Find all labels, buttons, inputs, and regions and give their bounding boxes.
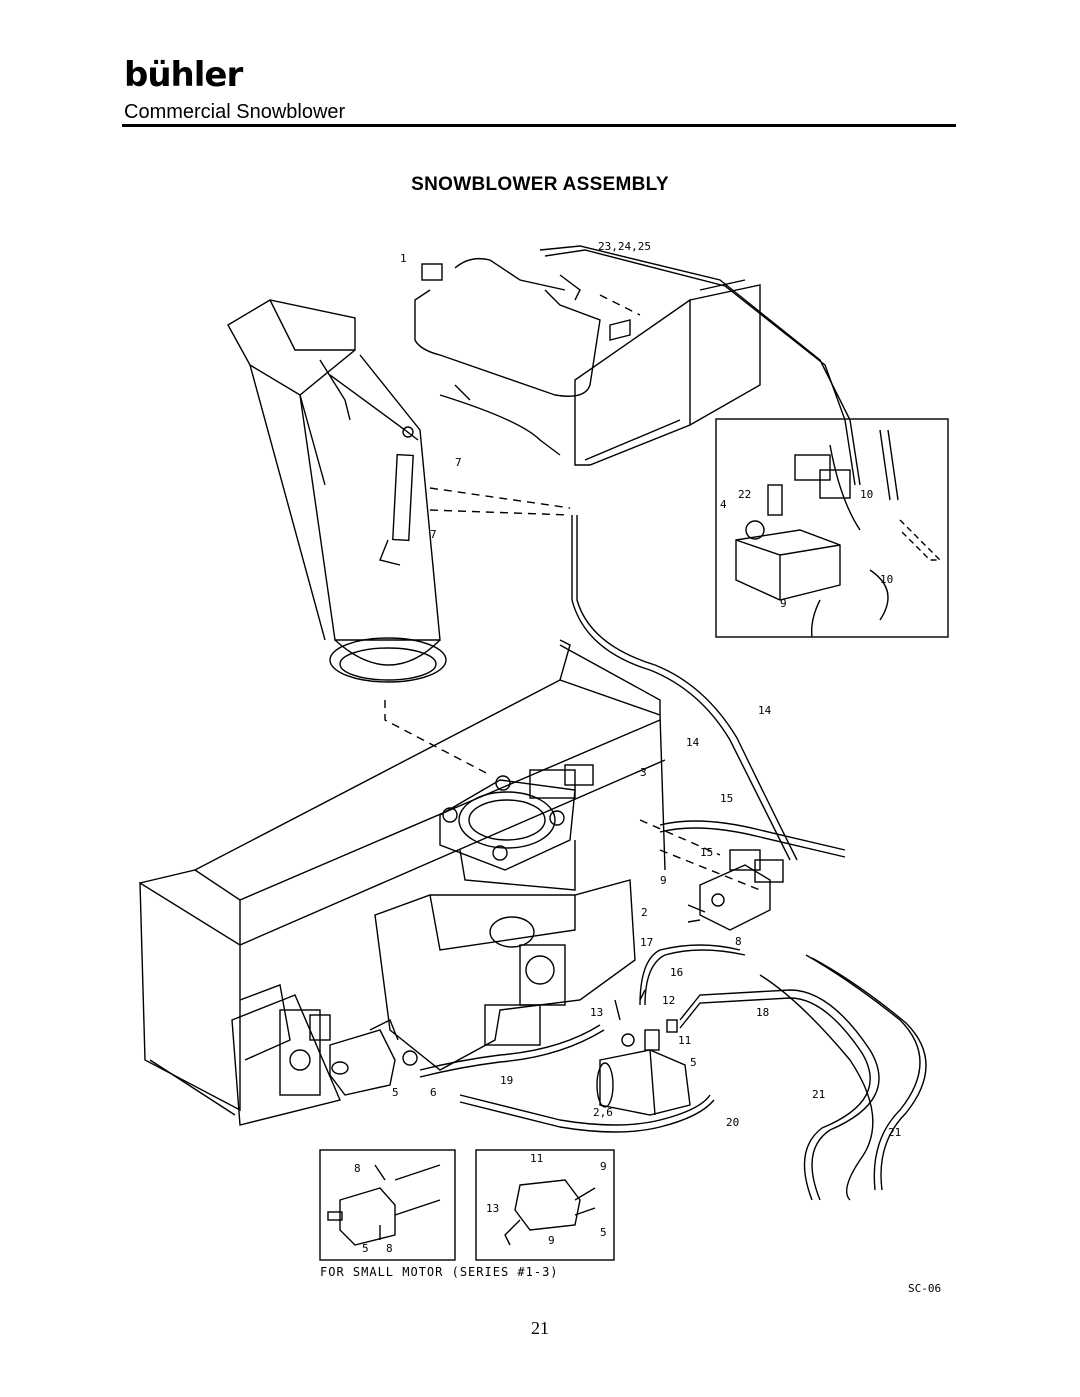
page-number: 21 [531, 1318, 549, 1338]
header-divider [122, 124, 956, 127]
wiring-harness [414, 245, 861, 486]
callout-label: 20 [726, 1116, 739, 1129]
callout-label: 10 [880, 573, 893, 586]
fan-housing [439, 764, 594, 891]
callout-label: 4 [720, 498, 727, 511]
gearbox [374, 879, 636, 1071]
callout-label: 11 [678, 1034, 691, 1047]
callout-label: 9 [780, 597, 787, 610]
inset-callout-label: 8 [386, 1242, 393, 1255]
callout-label: 21 [812, 1088, 825, 1101]
callout-label: 7 [455, 456, 462, 469]
callout-label: 1 [400, 252, 407, 265]
callout-label: 22 [738, 488, 751, 501]
callout-label: 5 [392, 1086, 399, 1099]
callout-label: 23,24,25 [598, 240, 651, 253]
small-motor-inset [319, 1149, 615, 1261]
callout-label: 5 [690, 1056, 697, 1069]
callout-label: 10 [860, 488, 873, 501]
lower-valve-block [687, 849, 784, 931]
callout-label: 7 [430, 528, 437, 541]
page-title: SNOWBLOWER ASSEMBLY [411, 174, 669, 195]
callout-label: 19 [500, 1074, 513, 1087]
inset-callout-label: 11 [530, 1152, 543, 1165]
inset-callout-label: 5 [362, 1242, 369, 1255]
left-motor-assembly [231, 994, 418, 1126]
callout-labels: 1 23,24,25 7 7 4 22 10 10 9 14 14 3 15 1… [320, 240, 941, 1295]
callout-label: 6 [430, 1086, 437, 1099]
callout-label: 15 [700, 846, 713, 859]
callout-label: 16 [670, 966, 683, 979]
callout-label: 13 [590, 1006, 603, 1019]
callout-label: 2,6 [593, 1106, 613, 1119]
right-motor-assembly [596, 1019, 691, 1116]
inset-callout-label: 5 [600, 1226, 607, 1239]
callout-label: 14 [686, 736, 700, 749]
callout-label: 18 [756, 1006, 769, 1019]
hydraulic-hose-14 [571, 515, 798, 861]
discharge-chute [227, 299, 447, 683]
callout-label: 8 [735, 935, 742, 948]
deflector-cylinder [329, 374, 419, 566]
inset-callout-label: 9 [600, 1160, 607, 1173]
callout-label: 3 [640, 766, 647, 779]
callout-label: 2 [641, 906, 648, 919]
buhler-logo: bühler [124, 55, 243, 95]
leader-lines [384, 294, 761, 891]
callout-label: 17 [640, 936, 653, 949]
hydraulic-hoses-lower [419, 820, 927, 1201]
callout-label: 21 [888, 1126, 901, 1139]
callout-label: 12 [662, 994, 675, 1007]
control-mount-bracket [574, 279, 761, 466]
callout-label: 14 [758, 704, 772, 717]
blower-housing [139, 639, 666, 1116]
callout-label: 15 [720, 792, 733, 805]
drawing-code: SC-06 [908, 1282, 941, 1295]
document-subtitle: Commercial Snowblower [124, 101, 346, 123]
valve-detail-inset [715, 418, 949, 638]
inset-callout-label: 13 [486, 1202, 499, 1215]
inset-callout-label: 9 [548, 1234, 555, 1247]
callout-label: 9 [660, 874, 667, 887]
inset-caption: FOR SMALL MOTOR (SERIES #1-3) [320, 1265, 559, 1279]
inset-callout-label: 8 [354, 1162, 361, 1175]
